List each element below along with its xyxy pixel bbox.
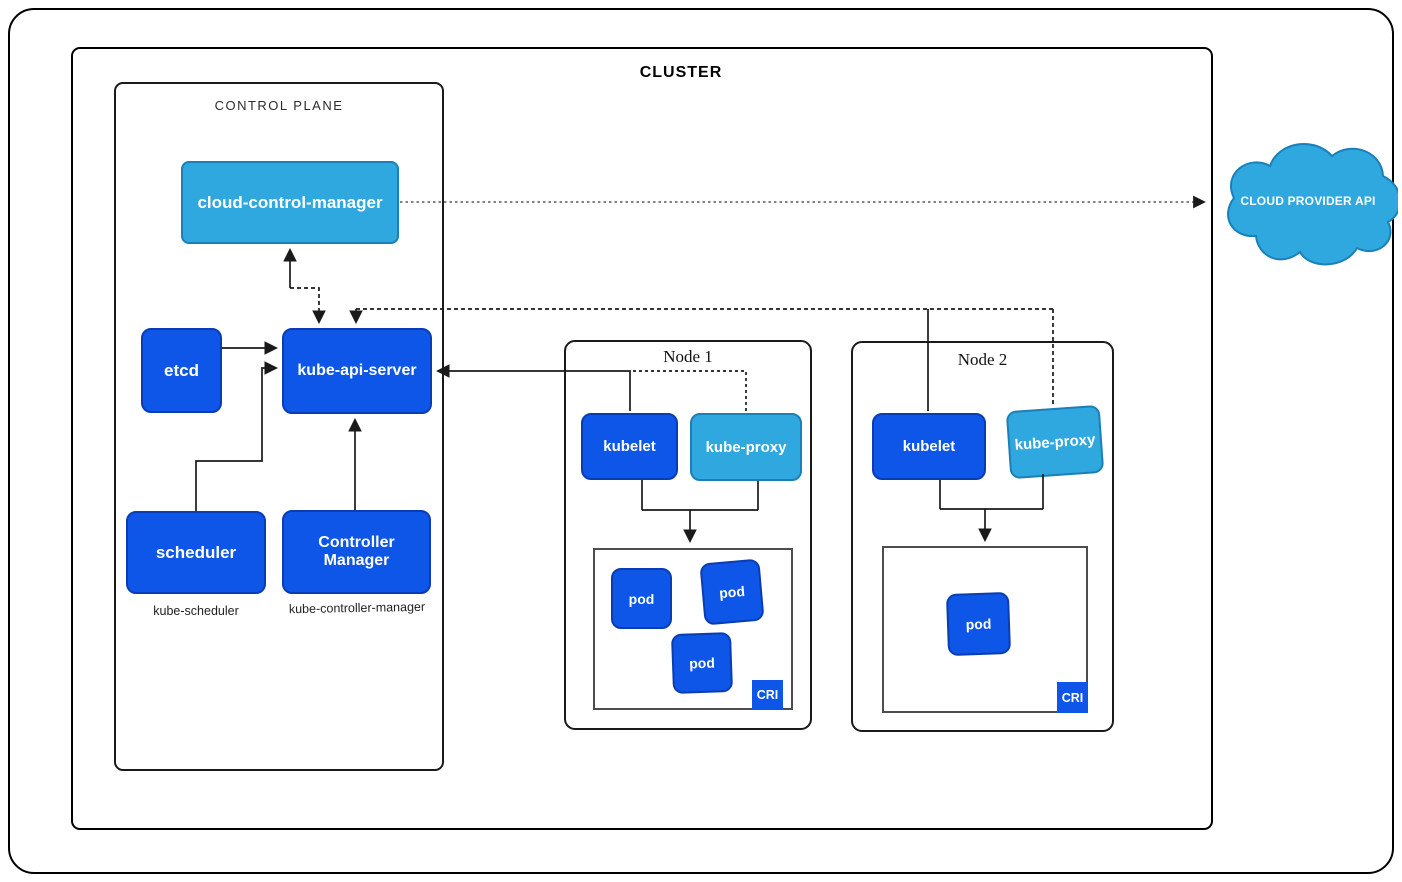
node-1-title: Node 1 bbox=[663, 347, 713, 366]
node-2-pod: pod bbox=[945, 591, 1012, 657]
page-border bbox=[8, 8, 1394, 874]
node-1-pod: pod bbox=[699, 558, 765, 626]
node-2-container bbox=[851, 341, 1114, 732]
node-2-cri-badge: CRI bbox=[1057, 682, 1088, 713]
cloud-control-manager-box: cloud-control-manager bbox=[181, 161, 399, 244]
cloud-shape bbox=[1227, 142, 1398, 266]
cluster-container bbox=[71, 47, 1213, 830]
node-1-pod: pod bbox=[611, 568, 672, 629]
kube-scheduler-caption: kube-scheduler bbox=[153, 604, 239, 618]
node-2-kubelet-box: kubelet bbox=[872, 413, 986, 480]
kube-api-server-box: kube-api-server bbox=[282, 328, 432, 414]
controller-manager-box: Controller Manager bbox=[282, 510, 431, 594]
node-1-kube-proxy-box: kube-proxy bbox=[690, 413, 802, 481]
cloud-provider-api-label: CLOUD PROVIDER API bbox=[1240, 194, 1376, 208]
node-1-kubelet-box: kubelet bbox=[581, 413, 678, 480]
node-2-kube-proxy-box: kube-proxy bbox=[1005, 404, 1105, 480]
node-1-container bbox=[564, 340, 812, 730]
node-1-cri-badge: CRI bbox=[752, 680, 783, 710]
etcd-box: etcd bbox=[141, 328, 222, 413]
scheduler-box: scheduler bbox=[126, 511, 266, 594]
node-2-title: Node 2 bbox=[957, 350, 1008, 369]
control-plane-container bbox=[114, 82, 444, 771]
cluster-title: CLUSTER bbox=[639, 64, 723, 81]
node-1-pod: pod bbox=[670, 631, 734, 695]
control-plane-title: CONTROL PLANE bbox=[214, 98, 344, 113]
